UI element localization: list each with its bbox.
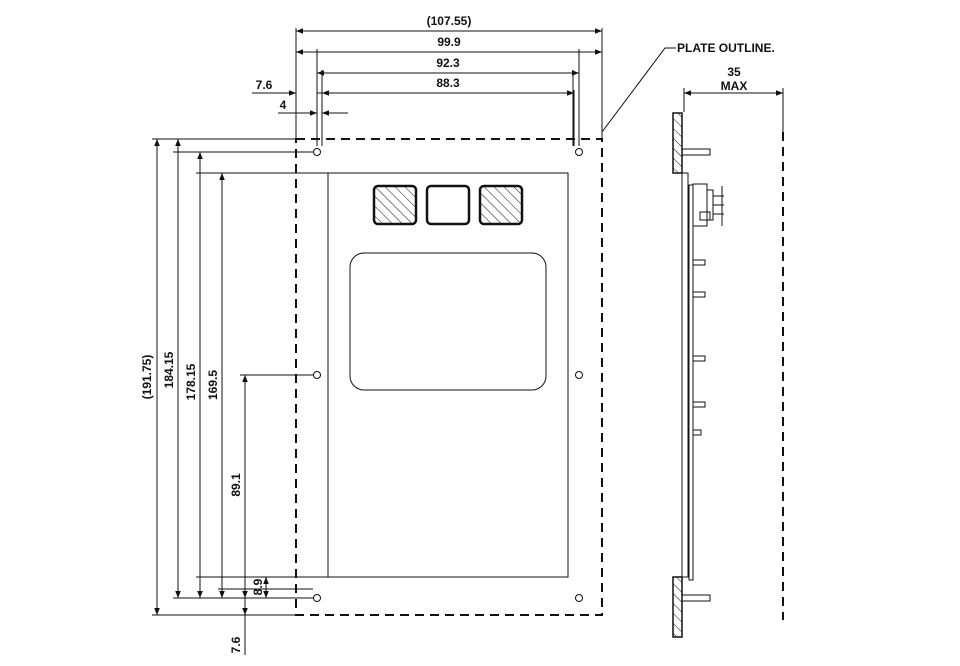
hole-bottom-left — [313, 594, 321, 602]
dim-width-88: 88.3 — [436, 76, 460, 90]
dim-height-169: 169.5 — [206, 370, 220, 400]
dim-height-89: 89.1 — [229, 473, 243, 497]
key-middle — [425, 184, 471, 226]
dim-width-99: 99.9 — [437, 35, 461, 49]
dim-overall-height: (191.75) — [140, 355, 154, 400]
dim-height-184: 184.15 — [162, 351, 176, 388]
side-connector — [692, 183, 724, 227]
front-view: (107.55) 99.9 92.3 88.3 7.6 4 (191.75) — [140, 14, 775, 655]
dim-height-8: 8.9 — [251, 578, 265, 595]
plate-outline-label: PLATE OUTLINE. — [677, 41, 775, 55]
side-panel-edge — [681, 172, 689, 578]
dim-height-178: 178.15 — [184, 363, 198, 400]
side-pcb — [688, 184, 694, 581]
key-left-hatched — [372, 184, 418, 226]
side-plate-top — [672, 112, 683, 174]
panel-body — [327, 172, 569, 578]
dim-hole-offset: 4 — [280, 98, 287, 112]
hole-top-right — [575, 148, 583, 156]
side-studs — [681, 148, 711, 602]
plate-outline-leader — [601, 47, 676, 133]
touchpad-area — [349, 252, 547, 391]
hole-mid-left — [313, 371, 321, 379]
side-plate-bottom — [672, 576, 683, 638]
hole-top-left — [313, 148, 321, 156]
dim-depth-label: MAX — [721, 79, 748, 93]
plate-outline — [295, 138, 603, 616]
hole-mid-right — [575, 371, 583, 379]
key-right-hatched — [478, 184, 524, 226]
dim-width-92: 92.3 — [436, 56, 460, 70]
side-view: 35 MAX — [672, 65, 784, 638]
dim-left-offset: 7.6 — [256, 78, 273, 92]
mounting-holes — [313, 148, 583, 602]
hole-bottom-right — [575, 594, 583, 602]
dim-depth-value: 35 — [727, 65, 741, 79]
dim-overall-width: (107.55) — [427, 14, 472, 28]
dim-bottom-offset: 7.6 — [229, 636, 243, 653]
